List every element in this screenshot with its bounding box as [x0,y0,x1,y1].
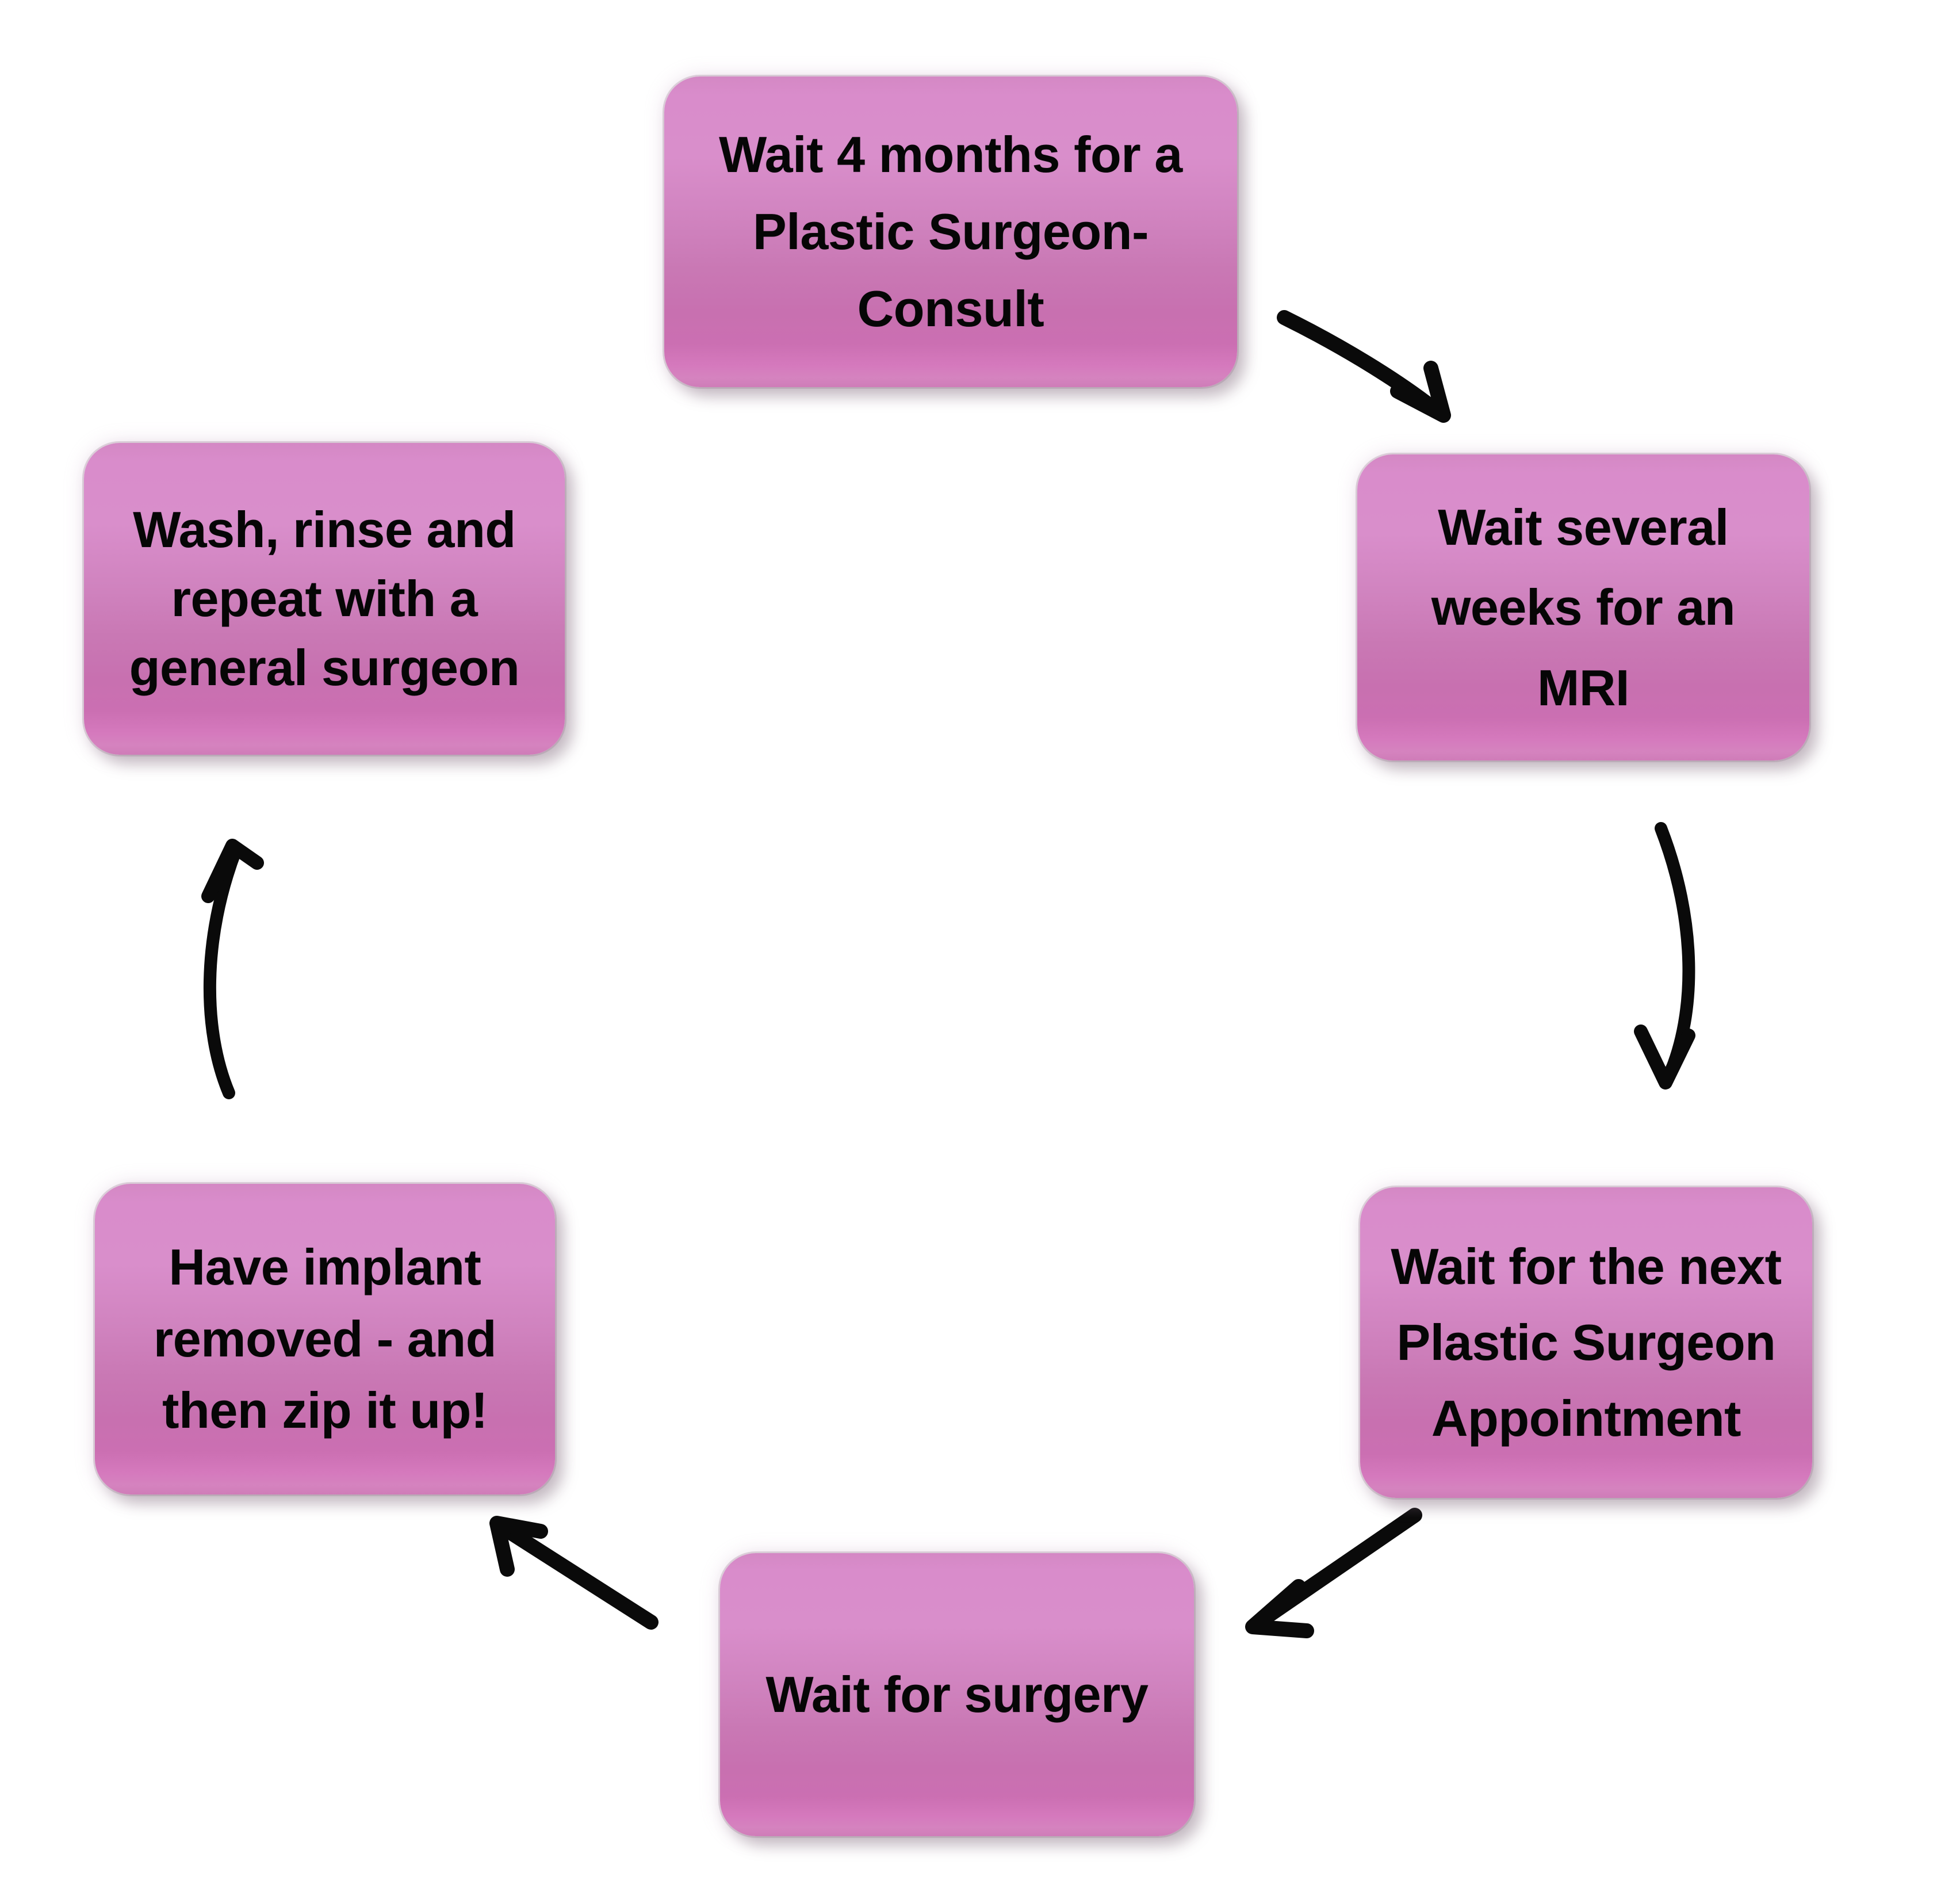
node-label: Have implant removed - and then zip it u… [153,1238,497,1439]
node-wait-for-surgery[interactable]: Wait for surgery [720,1553,1194,1836]
node-next-appointment[interactable]: Wait for the next Plastic Surgeon Appoin… [1360,1187,1812,1498]
arrow-appointment-to-surgery [1245,1508,1422,1638]
node-label: Wait several weeks for an MRI [1431,499,1736,716]
node-wash-rinse-repeat[interactable]: Wash, rinse and repeat with a general su… [84,443,565,755]
node-mri-wait[interactable]: Wait several weeks for an MRI [1357,454,1809,760]
node-label: Wait for the next Plastic Surgeon Appoin… [1391,1238,1782,1447]
arrow-consult-to-mri [1277,310,1451,423]
node-label: Wait 4 months for a Plastic Surgeon- Con… [719,126,1182,337]
arrow-mri-to-appointment [1634,822,1695,1090]
node-label: Wash, rinse and repeat with a general su… [129,501,520,696]
node-implant-removed[interactable]: Have implant removed - and then zip it u… [95,1184,555,1494]
node-label: Wait for surgery [765,1665,1149,1723]
arrow-implant-to-wash [201,839,264,1099]
node-plastic-surgeon-consult[interactable]: Wait 4 months for a Plastic Surgeon- Con… [664,77,1237,387]
arrow-surgery-to-implant [489,1516,659,1630]
